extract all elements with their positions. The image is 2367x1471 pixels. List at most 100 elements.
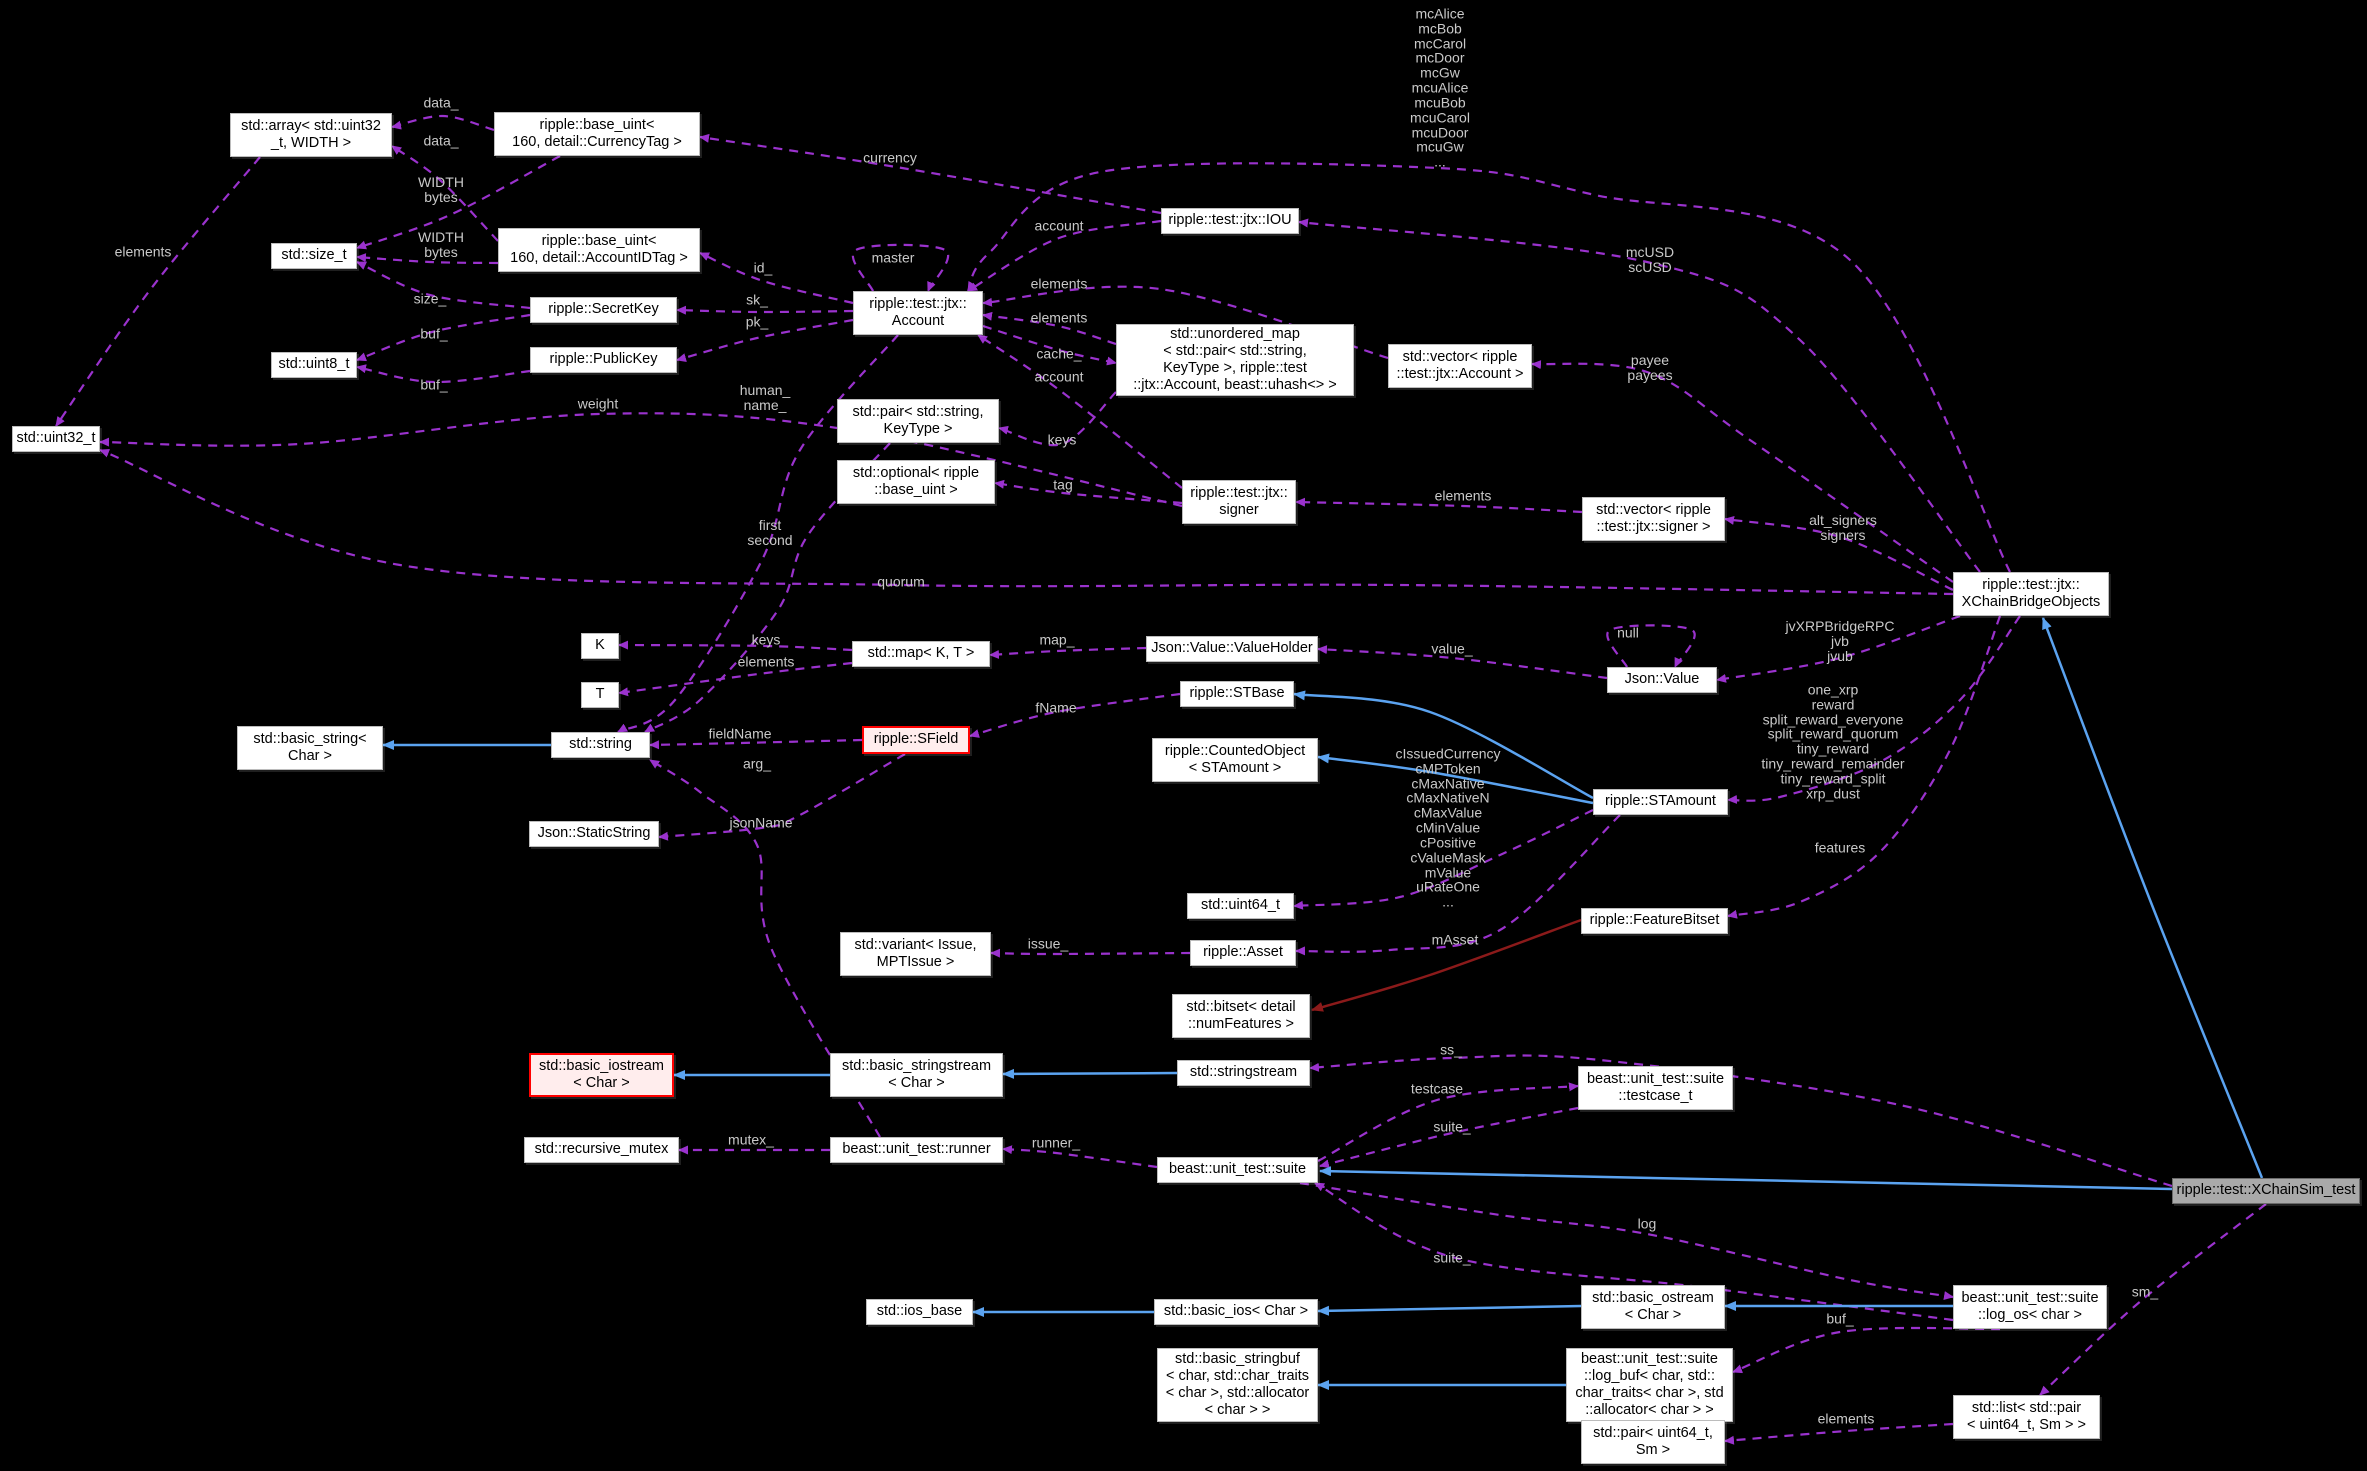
edge-data2 (391, 145, 499, 242)
node-basic-ios[interactable]: std::basic_ios< Char > (1154, 1299, 1318, 1325)
edge-mc (966, 162, 2011, 573)
edge-onexrp (1727, 615, 2021, 804)
edge-inh-sstream (1002, 1068, 1178, 1079)
edge-jsonname (658, 753, 906, 841)
node-unordered-map[interactable]: std::unordered_map < std::pair< std::str… (1116, 324, 1354, 397)
node-json-value[interactable]: Json::Value (1607, 667, 1717, 693)
node-stamount[interactable]: ripple::STAmount (1593, 789, 1728, 815)
edge-elements-list (1724, 1422, 1954, 1445)
node-runner[interactable]: beast::unit_test::runner (830, 1137, 1003, 1163)
edge-payee (1531, 360, 1954, 583)
node-suite[interactable]: beast::unit_test::suite (1157, 1157, 1318, 1183)
edge-pk (676, 318, 854, 362)
edge-keys-um (998, 391, 1117, 447)
edge-weight (99, 412, 1183, 508)
edge-buf1 (356, 313, 531, 362)
edge-arg (649, 759, 881, 1138)
edge-elements-map (618, 661, 853, 697)
edge-altsigners (1724, 515, 1954, 591)
node-basic-stringstream[interactable]: std::basic_stringstream < Char > (830, 1053, 1003, 1097)
edge-buf2 (356, 364, 531, 384)
node-sfield[interactable]: ripple::SField (862, 726, 970, 754)
node-testcase-t[interactable]: beast::unit_test::suite ::testcase_t (1578, 1066, 1733, 1110)
edge-value (1317, 645, 1608, 680)
edge-iou-account (967, 219, 1162, 292)
node-stbase[interactable]: ripple::STBase (1180, 681, 1294, 707)
node-t-box[interactable]: T (581, 682, 619, 708)
node-basic-string[interactable]: std::basic_string< Char > (237, 726, 383, 770)
edge-inh-suite (1319, 1166, 2173, 1191)
node-asset[interactable]: ripple::Asset (1190, 940, 1296, 966)
node-iou[interactable]: ripple::test::jtx::IOU (1161, 208, 1299, 234)
node-list-pair[interactable]: std::list< std::pair < uint64_t, Sm > > (1953, 1395, 2100, 1439)
node-base-uint-accountid[interactable]: ripple::base_uint< 160, detail::AccountI… (498, 228, 700, 272)
node-value-holder[interactable]: Json::Value::ValueHolder (1146, 636, 1318, 662)
node-pair-uint64-sm[interactable]: std::pair< uint64_t, Sm > (1581, 1420, 1725, 1464)
edge-suite1 (1319, 1106, 1579, 1169)
node-basic-stringbuf[interactable]: std::basic_stringbuf < char, std::char_t… (1157, 1348, 1318, 1422)
node-map-kt[interactable]: std::map< K, T > (852, 641, 990, 667)
node-pair-string-keytype[interactable]: std::pair< std::string, KeyType > (837, 399, 999, 443)
node-uint32-t[interactable]: std::uint32_t (12, 426, 100, 452)
node-uint64-t[interactable]: std::uint64_t (1187, 893, 1294, 919)
node-basic-iostream[interactable]: std::basic_iostream < Char > (529, 1053, 674, 1097)
node-xbo[interactable]: ripple::test::jtx:: XChainBridgeObjects (1953, 572, 2109, 616)
node-secret-key[interactable]: ripple::SecretKey (530, 297, 677, 323)
node-ios-base[interactable]: std::ios_base (866, 1299, 973, 1325)
node-std-array[interactable]: std::array< std::uint32 _t, WIDTH > (230, 113, 392, 157)
edge-inh-counted (1317, 753, 1594, 805)
node-variant-issue[interactable]: std::variant< Issue, MPTIssue > (840, 932, 991, 976)
node-base-uint-currency[interactable]: ripple::base_uint< 160, detail::Currency… (494, 112, 700, 156)
edge-jvb (1716, 614, 1961, 683)
node-log-os[interactable]: beast::unit_test::suite ::log_os< char > (1953, 1285, 2107, 1329)
edge-elements-array (55, 156, 261, 427)
edge-currency (699, 133, 1162, 215)
node-vector-account[interactable]: std::vector< ripple ::test::jtx::Account… (1388, 344, 1532, 388)
edge-sm (2039, 1203, 2267, 1396)
node-log-buf[interactable]: beast::unit_test::suite ::log_buf< char,… (1566, 1348, 1733, 1422)
node-recursive-mutex[interactable]: std::recursive_mutex (524, 1137, 679, 1163)
edge-master (852, 243, 949, 292)
node-feature-bitset[interactable]: ripple::FeatureBitset (1581, 908, 1728, 934)
node-stringstream[interactable]: std::stringstream (1177, 1060, 1310, 1086)
edge-masset (1295, 814, 1621, 956)
node-size-t[interactable]: std::size_t (271, 243, 357, 269)
edge-fname (969, 692, 1181, 738)
edge-cache (982, 324, 1117, 366)
edge-size (356, 260, 531, 310)
edge-human-name (617, 334, 899, 733)
node-public-key[interactable]: ripple::PublicKey (530, 347, 677, 373)
edge-log (1299, 1181, 1954, 1300)
node-basic-ostream[interactable]: std::basic_ostream < Char > (1581, 1285, 1725, 1329)
node-k-box[interactable]: K (581, 633, 619, 659)
node-bitset[interactable]: std::bitset< detail ::numFeatures > (1172, 994, 1310, 1038)
node-uint8-t[interactable]: std::uint8_t (271, 352, 357, 378)
edge-fieldname (649, 738, 863, 750)
edge-ss (1309, 1054, 2173, 1188)
node-vector-signer[interactable]: std::vector< ripple ::test::jtx::signer … (1582, 497, 1725, 541)
node-xchainsim[interactable]: ripple::test::XChainSim_test (2172, 1178, 2360, 1204)
node-std-string[interactable]: std::string (551, 732, 650, 758)
node-optional-base-uint[interactable]: std::optional< ripple ::base_uint > (837, 460, 995, 504)
node-account[interactable]: ripple::test::jtx:: Account (853, 291, 983, 335)
node-static-string[interactable]: Json::StaticString (529, 821, 659, 847)
edge-mcusd (1298, 218, 1981, 573)
edge-inh-stbase (1293, 690, 1594, 800)
edge-width2 (356, 253, 499, 265)
edge-sk (676, 305, 854, 315)
edge-runner-edge (1002, 1145, 1158, 1169)
node-signer[interactable]: ripple::test::jtx:: signer (1182, 480, 1296, 524)
edge-quorum (99, 448, 1954, 596)
edge-inh-basicios (1317, 1304, 1582, 1316)
node-counted-object[interactable]: ripple::CountedObject < STAmount > (1152, 738, 1318, 782)
edge-signer-account (977, 334, 1183, 489)
edge-priv-bitset (1311, 918, 1582, 1012)
edge-first-second (644, 442, 891, 733)
edge-features (1727, 615, 2002, 919)
edge-data1 (391, 114, 495, 132)
edge-keys-map (618, 640, 853, 652)
edge-testcase (1317, 1082, 1579, 1162)
edge-id (699, 251, 854, 305)
